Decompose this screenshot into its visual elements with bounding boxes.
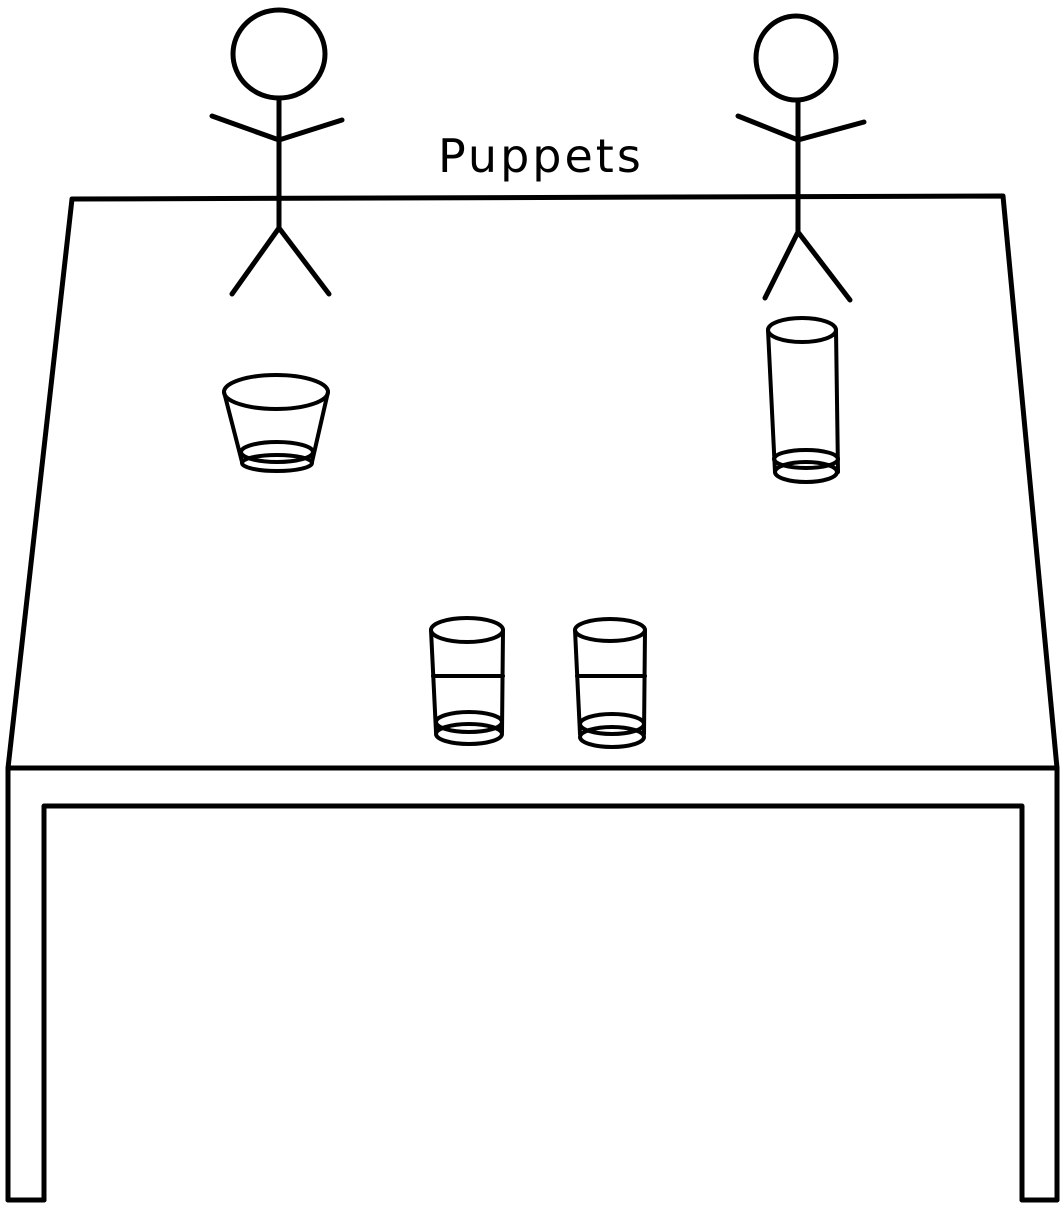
right-puppet (738, 16, 864, 300)
middle-cup-right-base (580, 727, 644, 747)
right-puppet-legs (765, 232, 850, 300)
puppets-label: Puppets (438, 129, 644, 183)
middle-cup-right-rim (575, 619, 645, 641)
tall-cup (768, 318, 838, 482)
middle-cup-left-rim (431, 618, 503, 642)
table-top (8, 196, 1057, 768)
short-wide-cup-rim (224, 375, 328, 409)
middle-cup-right (575, 619, 645, 747)
right-puppet-arms (738, 116, 864, 140)
left-puppet (212, 10, 342, 294)
table-legs (44, 806, 1022, 1200)
left-puppet-legs (232, 228, 329, 294)
table (8, 196, 1057, 1200)
tall-cup-base (775, 462, 837, 482)
left-puppet-head (233, 10, 325, 98)
short-wide-cup (224, 375, 328, 471)
table-front-edge (8, 768, 1057, 1200)
tall-cup-rim (768, 318, 836, 342)
middle-cup-left (431, 618, 503, 744)
right-puppet-head (756, 16, 836, 100)
